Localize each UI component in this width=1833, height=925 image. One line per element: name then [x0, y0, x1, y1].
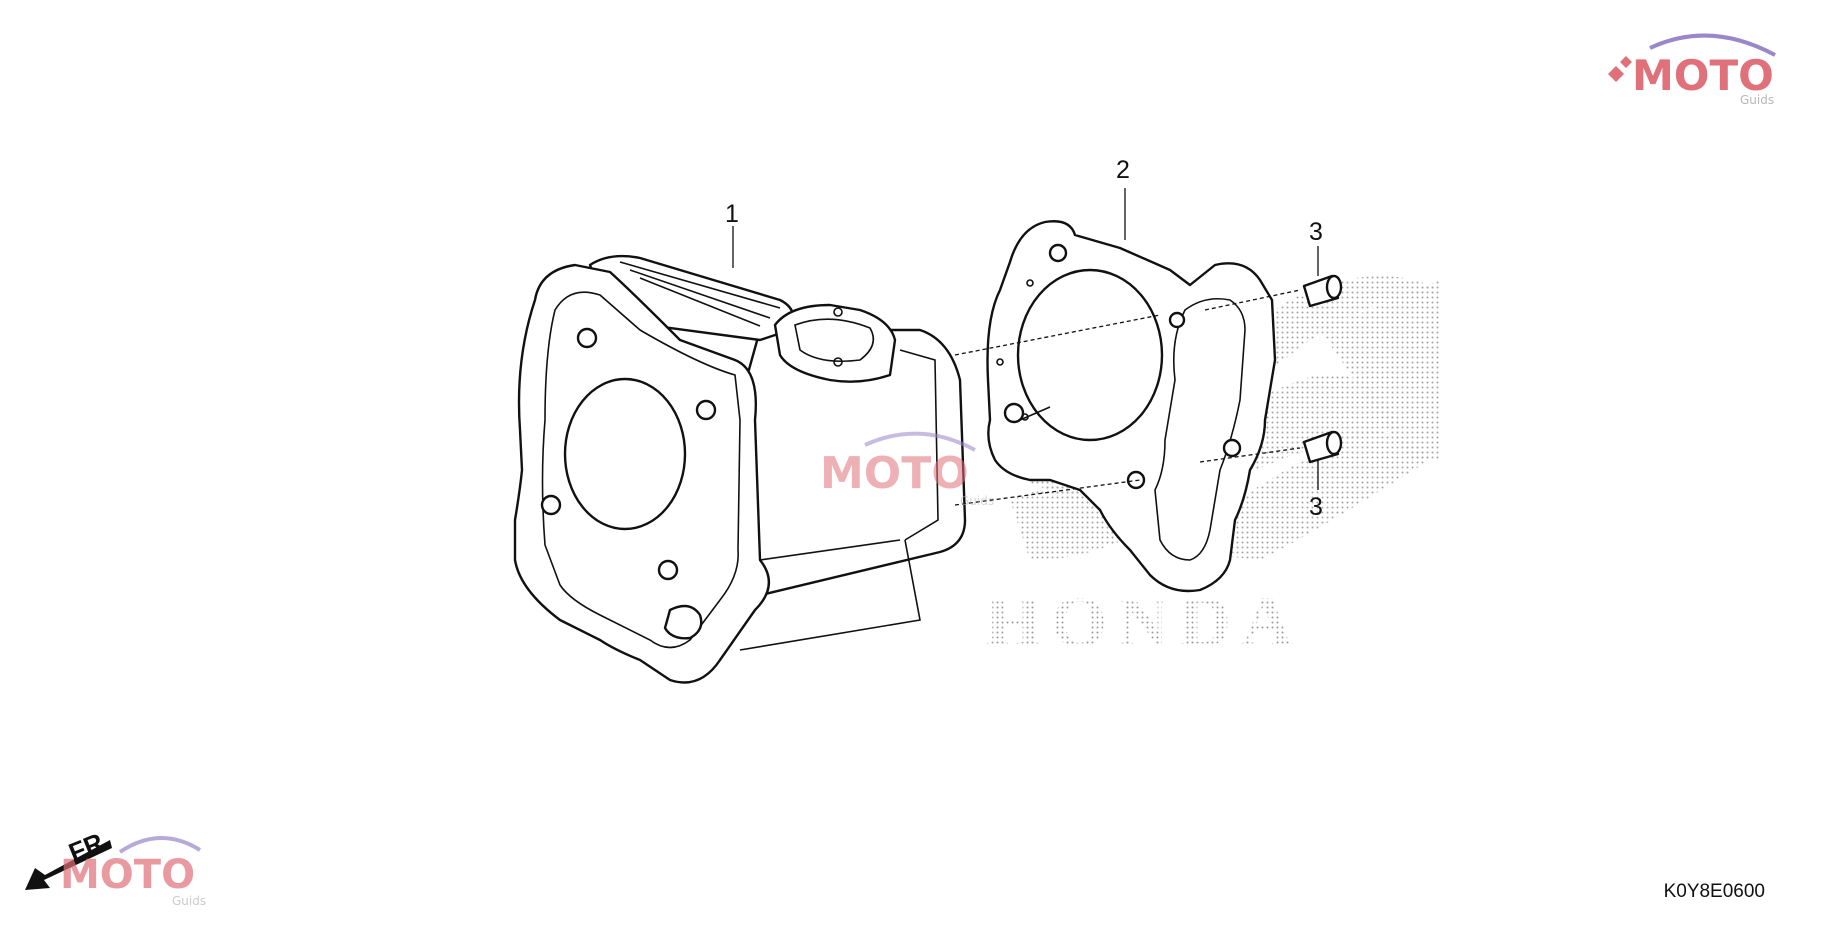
callout-leaders	[732, 188, 1319, 490]
dowel-pin-upper	[1302, 274, 1343, 308]
svg-text:Guids: Guids	[1740, 93, 1774, 107]
svg-text:MOTO: MOTO	[820, 448, 969, 499]
drawing-code: K0Y8E0600	[1663, 881, 1765, 902]
callout-3-upper: 3	[1309, 218, 1323, 246]
callout-2: 2	[1116, 156, 1130, 184]
svg-text:MOTO: MOTO	[60, 852, 195, 898]
callout-1: 1	[725, 200, 739, 228]
dowel-pin-lower	[1302, 430, 1343, 464]
gasket-part	[986, 220, 1277, 593]
moto-guids-logo-bottomleft: MOTO Guids	[60, 836, 206, 908]
moto-guids-logo-topright: MOTO Guids	[1608, 33, 1776, 107]
honda-dotted-wordmark: HONDA	[985, 582, 1303, 662]
alignment-lines	[954, 289, 1301, 506]
cylinder-part	[513, 254, 967, 684]
svg-text:Guids: Guids	[172, 894, 206, 908]
moto-guids-watermark-center: MOTO Guids	[820, 431, 994, 508]
svg-text:Guids: Guids	[960, 494, 994, 508]
svg-text:MOTO: MOTO	[1632, 51, 1774, 100]
callout-3-lower: 3	[1309, 493, 1323, 521]
